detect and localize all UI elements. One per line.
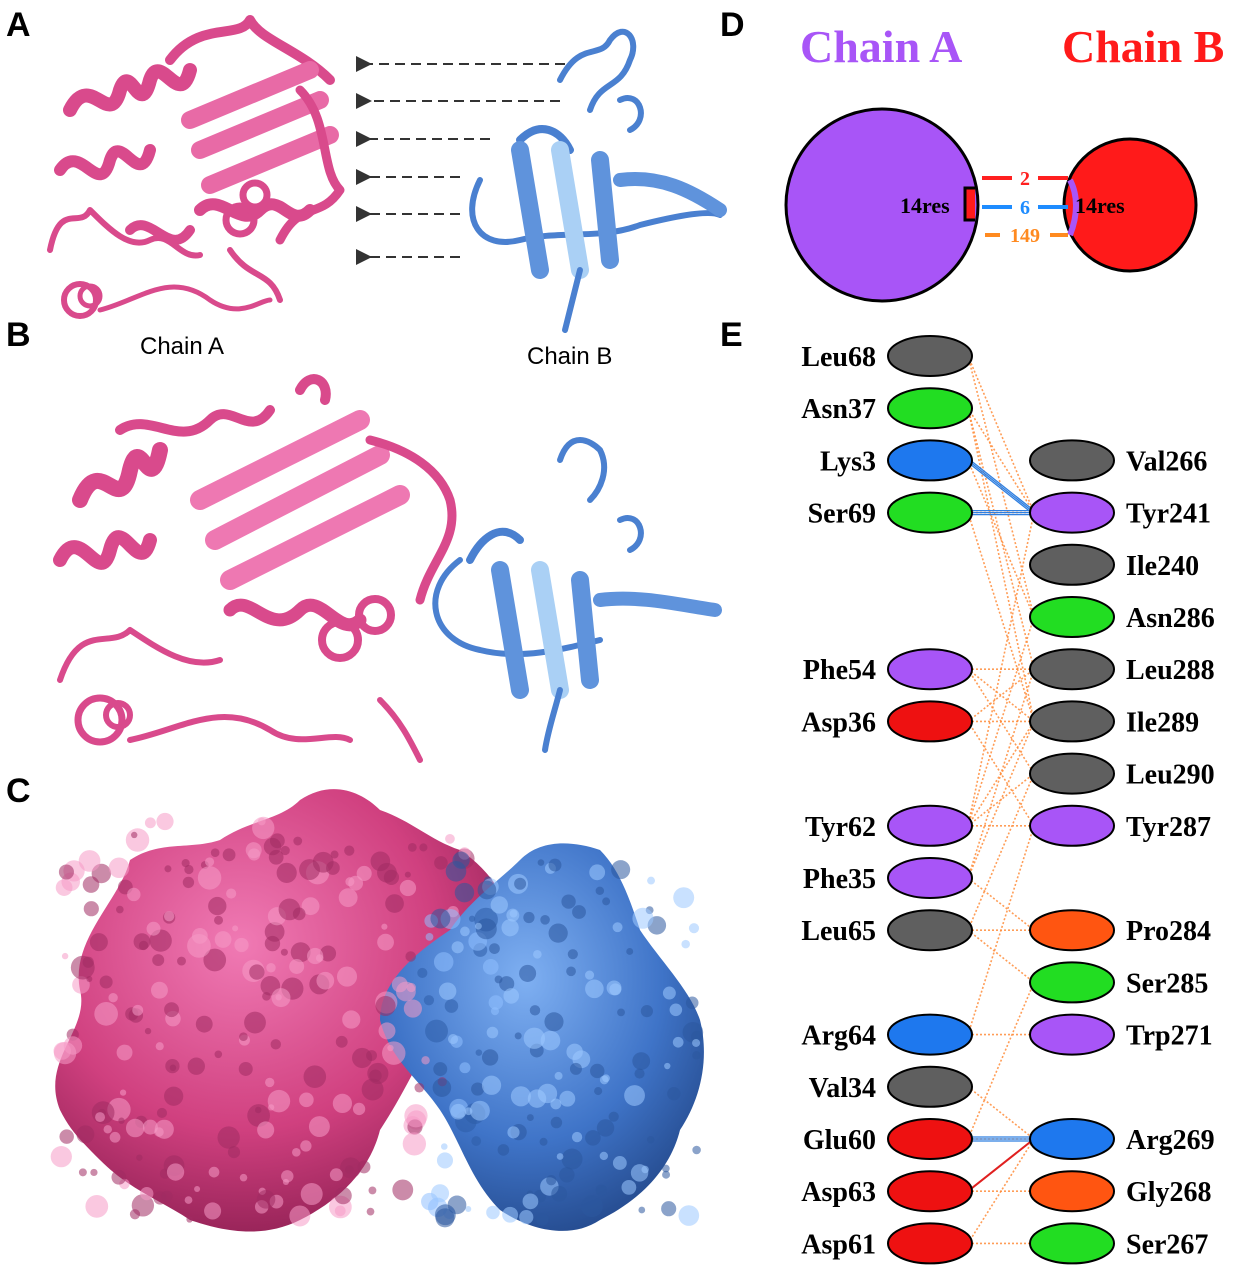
left-residue-ellipse [887,804,973,847]
left-residue-ellipse [887,335,973,377]
panel-d-chain-a-interface [963,186,975,222]
right-residue-label: Val266 [1126,446,1207,477]
right-residue-label: Leu290 [1126,760,1215,791]
left-residue-ellipse [887,491,973,534]
right-residue-label: Trp271 [1126,1021,1213,1052]
panel-d-chain-b-res: 14res [1075,193,1125,218]
right-residue-ellipse [1029,439,1115,482]
left-residue-label: Val34 [809,1073,876,1104]
panel-a-chain-a-label: Chain A [140,333,224,360]
panel-d-links: 2 6 149 [982,168,1068,247]
panel-d-chain-a-circle [784,107,980,303]
right-residue-label: Pro284 [1126,916,1211,947]
right-residue-ellipse [1029,909,1115,952]
panel-a-docking-arrows [356,56,565,265]
right-residue-label: Ile240 [1126,551,1199,582]
right-residue-ellipse [1029,752,1115,795]
panel-a-chain-b-label: Chain B [527,343,612,370]
right-residue-label: Ile289 [1126,707,1199,738]
left-residue-label: Asp63 [801,1177,876,1208]
left-residue-ellipse [887,1118,973,1160]
right-residue-ellipse [1029,961,1115,1004]
right-residue-label: Ser285 [1126,968,1208,999]
panel-e-right-residues: Val266Tyr241Ile240Asn286Leu288Ile289Leu2… [1029,439,1215,1265]
right-residue-ellipse [1029,1013,1115,1056]
right-residue-ellipse [1029,596,1115,638]
left-residue-label: Asn37 [801,394,876,425]
right-residue-label: Tyr287 [1126,812,1211,843]
panel-d-chain-a-title: Chain A [800,21,962,72]
right-residue-label: Gly268 [1126,1177,1212,1208]
panel-d-link-count: 6 [1020,197,1030,219]
right-residue-label: Ser267 [1126,1229,1208,1260]
panel-a-chain-a-ribbon [47,15,345,319]
left-residue-label: Leu65 [801,916,876,947]
right-residue-ellipse [1029,804,1115,847]
left-residue-label: Ser69 [808,499,876,530]
left-residue-ellipse [887,1065,973,1108]
left-residue-label: Asp36 [801,707,876,738]
panel-label-d: D [720,6,745,44]
left-residue-label: Phe35 [803,864,876,895]
left-residue-ellipse [887,1222,973,1265]
left-residue-ellipse [887,700,973,743]
right-residue-ellipse [1029,1222,1115,1265]
panel-e-contacts [967,355,1035,1245]
right-residue-ellipse [1029,1118,1115,1160]
left-residue-label: Tyr62 [805,812,876,843]
panel-d-link-count: 2 [1020,168,1030,190]
panel-d-chain-b-interface [1067,178,1079,237]
right-residue-label: Tyr241 [1126,499,1211,530]
right-residue-label: Asn286 [1126,603,1215,634]
left-residue-ellipse [887,1013,973,1056]
panel-c-surface-texture [50,812,704,1228]
left-residue-ellipse [887,387,973,430]
panel-d-chain-a-res: 14res [900,193,950,218]
right-residue-label: Arg269 [1126,1125,1215,1156]
panel-b-complex-ribbon [53,374,722,763]
panel-c-chain-a-surface [55,789,520,1232]
left-residue-ellipse [887,909,973,952]
left-residue-label: Lys3 [820,446,876,477]
left-residue-ellipse [887,648,973,691]
left-residue-label: Arg64 [801,1021,876,1052]
panel-label-a: A [6,6,31,44]
right-residue-ellipse [1029,648,1115,691]
left-residue-label: Leu68 [801,342,876,373]
left-residue-label: Asp61 [801,1229,876,1260]
left-residue-ellipse [887,439,973,482]
left-residue-label: Phe54 [803,655,876,686]
left-residue-ellipse [887,857,973,899]
right-residue-ellipse [1029,543,1115,586]
right-residue-ellipse [1029,1170,1115,1213]
panel-label-c: C [6,772,31,810]
left-residue-label: Glu60 [803,1125,876,1156]
left-residue-ellipse [887,1170,973,1213]
panel-label-e: E [720,316,743,354]
right-residue-label: Leu288 [1126,655,1215,686]
panel-d-chain-b-title: Chain B [1062,21,1224,72]
panel-e-left-residues: Leu68Asn37Lys3Ser69Phe54Asp36Tyr62Phe35L… [801,335,973,1265]
panel-label-b: B [6,316,31,354]
panel-d-link-count: 149 [1010,225,1040,247]
right-residue-ellipse [1029,491,1115,534]
panel-a-chain-b-ribbon [469,28,727,333]
right-residue-ellipse [1029,700,1115,743]
